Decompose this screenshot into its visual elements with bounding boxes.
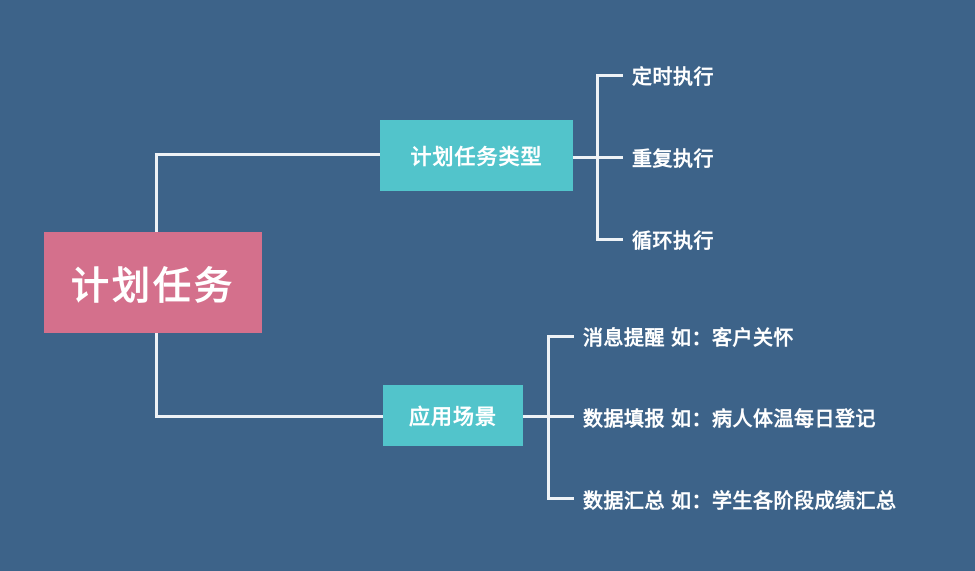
branch-node-use-cases[interactable]: 应用场景 xyxy=(383,385,523,446)
leaf-node-data-reporting[interactable]: 数据填报 如：病人体温每日登记 xyxy=(583,408,877,431)
connector-root-to-branch-b xyxy=(155,415,386,418)
leaf-node-message-reminder[interactable]: 消息提醒 如：客户关怀 xyxy=(583,327,795,350)
root-node-scheduled-task[interactable]: 计划任务 xyxy=(44,232,262,333)
connector-branch-a-stem xyxy=(573,156,623,159)
leaf-node-repeat-execution[interactable]: 重复执行 xyxy=(632,148,714,171)
leaf-node-cyclic-execution[interactable]: 循环执行 xyxy=(632,230,714,253)
connector-branch-a-leaf-3 xyxy=(596,238,623,241)
connector-branch-b-stem xyxy=(523,415,574,418)
connector-branch-b-leaf-1 xyxy=(547,335,574,338)
branch-node-task-type[interactable]: 计划任务类型 xyxy=(380,120,573,191)
connector-branch-b-leaf-3 xyxy=(547,497,574,500)
leaf-node-data-aggregation[interactable]: 数据汇总 如：学生各阶段成绩汇总 xyxy=(583,490,897,513)
connector-branch-a-leaf-1 xyxy=(596,74,623,77)
connector-root-to-branch-a xyxy=(155,153,383,156)
leaf-node-timed-execution[interactable]: 定时执行 xyxy=(632,66,714,89)
